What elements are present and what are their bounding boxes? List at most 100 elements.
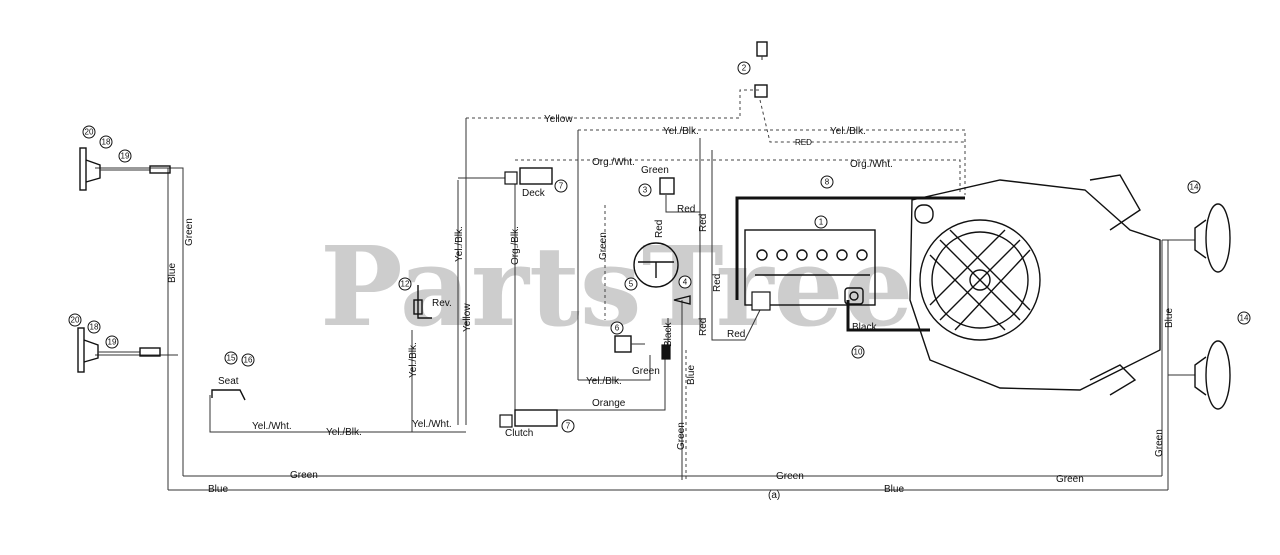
label-blue-bottom-left: Blue [208,484,228,495]
svg-text:19: 19 [108,338,117,347]
svg-text:14: 14 [1240,314,1249,323]
key [659,177,675,195]
label-yel-blk-bottom: Yel./Blk. [326,427,362,438]
svg-text:18: 18 [102,138,111,147]
callout-4: 4 [678,275,692,289]
svg-text:8: 8 [825,178,830,187]
callout-18-bottom: 18 [87,320,101,334]
left-headlight-bottom [77,327,161,373]
svg-text:10: 10 [854,348,863,357]
callout-19-top: 19 [118,149,132,163]
label-yel-blk-vertical-left: Yel./Blk. [408,342,419,378]
callout-18-top: 18 [99,135,113,149]
left-headlight-top [79,147,171,191]
callout-7-deck: 7 [554,179,568,193]
label-clutch: Clutch [505,428,533,439]
label-green-far-left: Green [184,218,195,246]
label-yellow-top: Yellow [544,114,573,125]
callout-1: 1 [814,215,828,229]
wires [95,89,1195,491]
callout-20-bottom: 20 [68,313,82,327]
svg-text:18: 18 [90,323,99,332]
callout-14-top: 14 [1187,180,1201,194]
black-connector [661,344,671,360]
label-org-wht-left: Org./Wht. [592,157,635,168]
svg-text:5: 5 [629,280,634,289]
label-black-vertical: Black [663,322,674,347]
component-4 [673,295,691,305]
label-a: (a) [768,490,780,501]
label-red-vertical-key: Red [654,220,665,238]
label-green-switch: Green [641,165,669,176]
label-blue-bottom-right: Blue [884,484,904,495]
callout-2: 2 [737,61,751,75]
ignition-switch [633,242,679,288]
svg-text:2: 2 [742,64,747,73]
svg-text:12: 12 [401,280,410,289]
label-green-center-vertical: Green [676,422,687,450]
svg-text:1: 1 [819,218,824,227]
callout-12: 12 [398,277,412,291]
label-seat: Seat [218,376,239,387]
label-yel-blk-right: Yel./Blk. [830,126,866,137]
label-yellow-vertical: Yellow [462,303,473,332]
svg-text:4: 4 [683,278,688,287]
label-blue-right-vertical: Blue [1164,308,1175,328]
reverse-switch [413,285,432,319]
svg-text:20: 20 [85,128,94,137]
label-org-wht-right: Org./Wht. [850,159,893,170]
svg-text:7: 7 [559,182,564,191]
label-blue-far-left: Blue [167,263,178,283]
label-black-battery: Black [852,322,877,333]
deck-switch [504,167,553,185]
wire-label-layer: Yellow Yel./Blk. Yel./Blk. RED Org./Wht.… [167,114,1175,495]
label-yel-blk-vertical-mid: Yel./Blk. [454,226,465,262]
battery-clamp [844,287,864,305]
label-yel-wht-bottom-2: Yel./Wht. [412,419,452,430]
svg-text:3: 3 [643,186,648,195]
clutch-connector [499,409,558,428]
callout-15: 15 [224,351,238,365]
callout-7-clutch: 7 [561,419,575,433]
label-yel-blk-mid: Yel./Blk. [586,376,622,387]
battery [744,229,876,306]
label-rev: Rev. [432,298,452,309]
label-green-left-vertical: Green [598,232,609,260]
label-yel-blk-top: Yel./Blk. [663,126,699,137]
svg-text:19: 19 [121,152,130,161]
label-green-right-vertical: Green [1154,429,1165,457]
svg-text:14: 14 [1190,183,1199,192]
callout-16: 16 [241,353,255,367]
svg-text:6: 6 [615,324,620,333]
label-red-vertical: Red [698,214,709,232]
callout-19-bottom: 19 [105,335,119,349]
label-green-bottom-mid: Green [776,471,804,482]
solenoid [751,291,771,311]
engine [909,174,1161,396]
callout-8: 8 [820,175,834,189]
label-deck: Deck [522,188,546,199]
svg-text:20: 20 [71,316,80,325]
svg-text:15: 15 [227,354,236,363]
callout-14-bottom: 14 [1237,311,1251,325]
callout-20-top: 20 [82,125,96,139]
fuse-holder [754,41,768,98]
callout-10: 10 [851,345,865,359]
label-green-bottom-right: Green [1056,474,1084,485]
component-label-layer: Deck Clutch Rev. Seat (a) [218,188,780,501]
label-red-1: Red [677,204,695,215]
seat-switch [211,389,246,401]
label-yel-wht-bottom: Yel./Wht. [252,421,292,432]
label-blue-vertical: Blue [686,365,697,385]
right-headlight-top [1194,203,1231,273]
right-headlight-bottom [1194,340,1231,410]
label-green-bottom-left: Green [290,470,318,481]
callout-6: 6 [610,321,624,335]
label-red-bottom: Red [727,329,745,340]
label-red-vertical-3: Red [698,318,709,336]
label-red-vertical-2: Red [712,274,723,292]
label-green-mid: Green [632,366,660,377]
svg-text:16: 16 [244,356,253,365]
callout-3: 3 [638,183,652,197]
